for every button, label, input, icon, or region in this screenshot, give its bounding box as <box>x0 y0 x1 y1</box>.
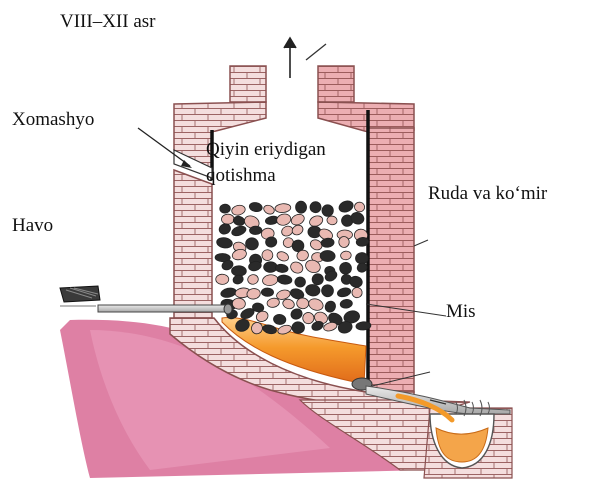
coal-lump <box>249 226 262 235</box>
ore-lump <box>216 274 229 285</box>
gas-exit-arrow <box>284 38 296 78</box>
air-label: Havo <box>12 216 53 235</box>
alloy-label-line2: qotishma <box>206 166 276 185</box>
smoke-mark <box>306 44 326 60</box>
tuyere-nozzle <box>224 304 232 314</box>
coal-lump <box>320 250 335 262</box>
left-wall <box>174 170 212 318</box>
ore-lump <box>296 298 309 310</box>
ore-lump <box>262 249 274 261</box>
coal-lump <box>322 205 334 217</box>
copper-label: Mis <box>446 302 476 321</box>
period-title: VIII–XII asr <box>60 12 155 31</box>
coal-lump <box>295 201 307 214</box>
alloy-label-line1: Qiyin eriydigan <box>206 140 326 159</box>
tuyere-pipe <box>98 305 228 312</box>
raw-material-label: Xomashyo <box>12 110 94 129</box>
right-wall <box>368 128 414 392</box>
chimney-right <box>318 66 354 102</box>
coal-lump <box>261 288 273 297</box>
ore-lump <box>339 236 350 248</box>
ore-and-coal-label: Ruda va koʻmir <box>428 184 547 203</box>
ore-leader <box>414 240 428 246</box>
chimney-left <box>230 66 266 102</box>
coal-lump <box>294 277 305 288</box>
coal-lump <box>355 252 368 264</box>
coal-lump <box>220 204 231 214</box>
coal-lump <box>292 322 305 334</box>
